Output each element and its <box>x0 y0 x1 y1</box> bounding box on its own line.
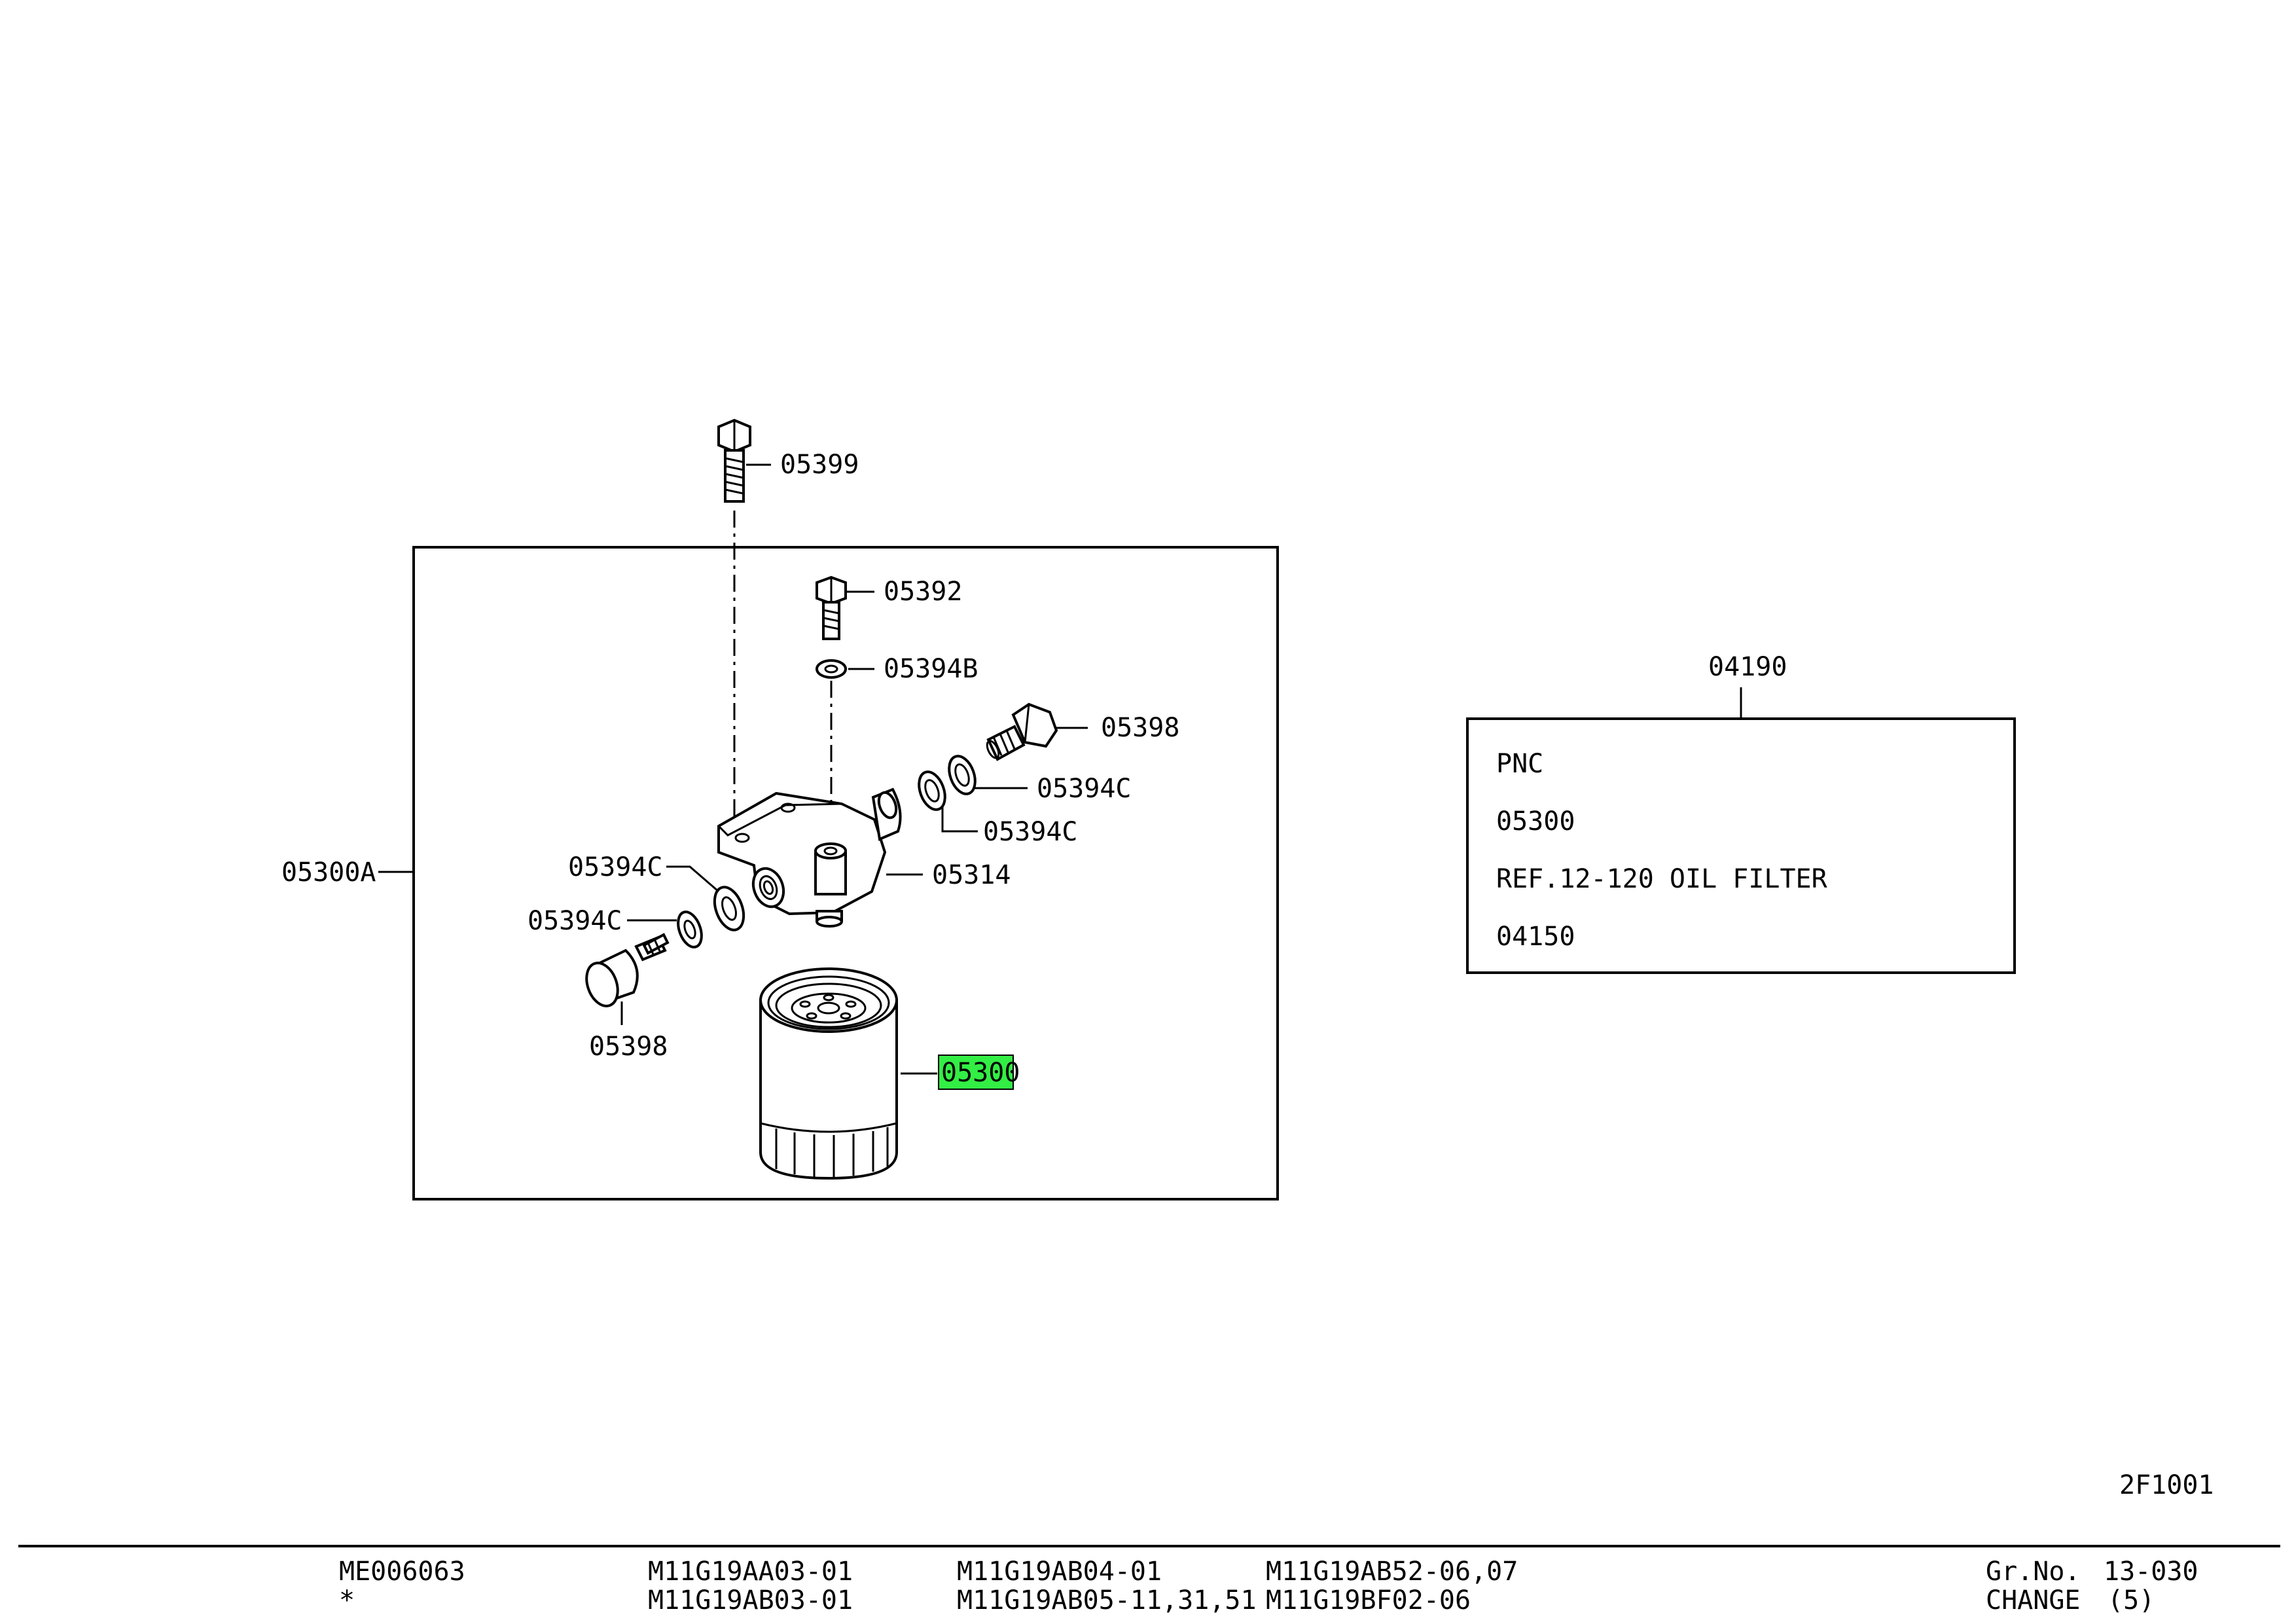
reference-box-callout[interactable]: 04190 <box>1708 652 1787 682</box>
footer-col2-row2: M11G19AB03-01 <box>648 1585 853 1615</box>
oil-filter-05300[interactable] <box>759 967 898 1180</box>
callout-05399[interactable]: 05399 <box>780 450 859 480</box>
footer-col2-row1: M11G19AA03-01 <box>648 1557 853 1587</box>
change-value: (5) <box>2108 1585 2155 1615</box>
washer-05394c-left-lower[interactable] <box>673 909 706 950</box>
footer-col4-row1: M11G19AB52-06,07 <box>1266 1557 1518 1587</box>
washer-05394c-inner[interactable] <box>914 768 950 814</box>
footer-col1-row1: ME006063 <box>339 1557 465 1587</box>
change-label: CHANGE <box>1986 1585 2081 1615</box>
footer-col1-row2: * <box>339 1585 355 1615</box>
reference-line-2[interactable]: 05300 <box>1496 806 1575 837</box>
callout-05398-top[interactable]: 05398 <box>1101 713 1179 743</box>
callout-05394c-2[interactable]: 05394C <box>983 817 1078 847</box>
reference-box <box>1466 717 2016 974</box>
filter-head-05314[interactable] <box>717 787 902 928</box>
callout-05300a[interactable]: 05300A <box>281 857 376 888</box>
footer-col4-row2: M11G19BF02-06 <box>1266 1585 1471 1615</box>
callout-05394c-1[interactable]: 05394C <box>1037 774 1132 804</box>
bolt-05399[interactable] <box>717 418 751 503</box>
callout-05398-bottom[interactable]: 05398 <box>589 1032 668 1062</box>
gr-no-value: 13-030 <box>2104 1557 2198 1587</box>
footer-col3-row2: M11G19AB05-11,31,51 <box>957 1585 1257 1615</box>
callout-05392[interactable]: 05392 <box>884 577 962 607</box>
reference-line-3[interactable]: REF.12-120 OIL FILTER <box>1496 864 1828 894</box>
callout-05394b[interactable]: 05394B <box>884 654 978 684</box>
callout-05314[interactable]: 05314 <box>932 860 1011 890</box>
callout-05394c-3[interactable]: 05394C <box>568 852 663 882</box>
plug-05398-top[interactable] <box>985 702 1058 761</box>
illustration-code: 2F1001 <box>2119 1470 2214 1500</box>
callout-05394c-4[interactable]: 05394C <box>528 906 622 936</box>
washer-05394c-left-upper[interactable] <box>709 883 749 934</box>
footer-col3-row1: M11G19AB04-01 <box>957 1557 1162 1587</box>
plug-05398-bottom[interactable] <box>581 933 670 1010</box>
reference-line-1: PNC <box>1496 749 1543 779</box>
callout-05300-highlight <box>938 1055 1014 1090</box>
bolt-05392[interactable] <box>816 575 847 640</box>
callout-05300[interactable]: 05300 <box>941 1058 1020 1088</box>
gr-no-label: Gr.No. <box>1986 1557 2081 1587</box>
assembly-frame <box>412 546 1279 1200</box>
washer-05394c-outer[interactable] <box>944 753 980 798</box>
washer-05394b[interactable] <box>816 659 847 679</box>
reference-line-4[interactable]: 04150 <box>1496 922 1575 952</box>
